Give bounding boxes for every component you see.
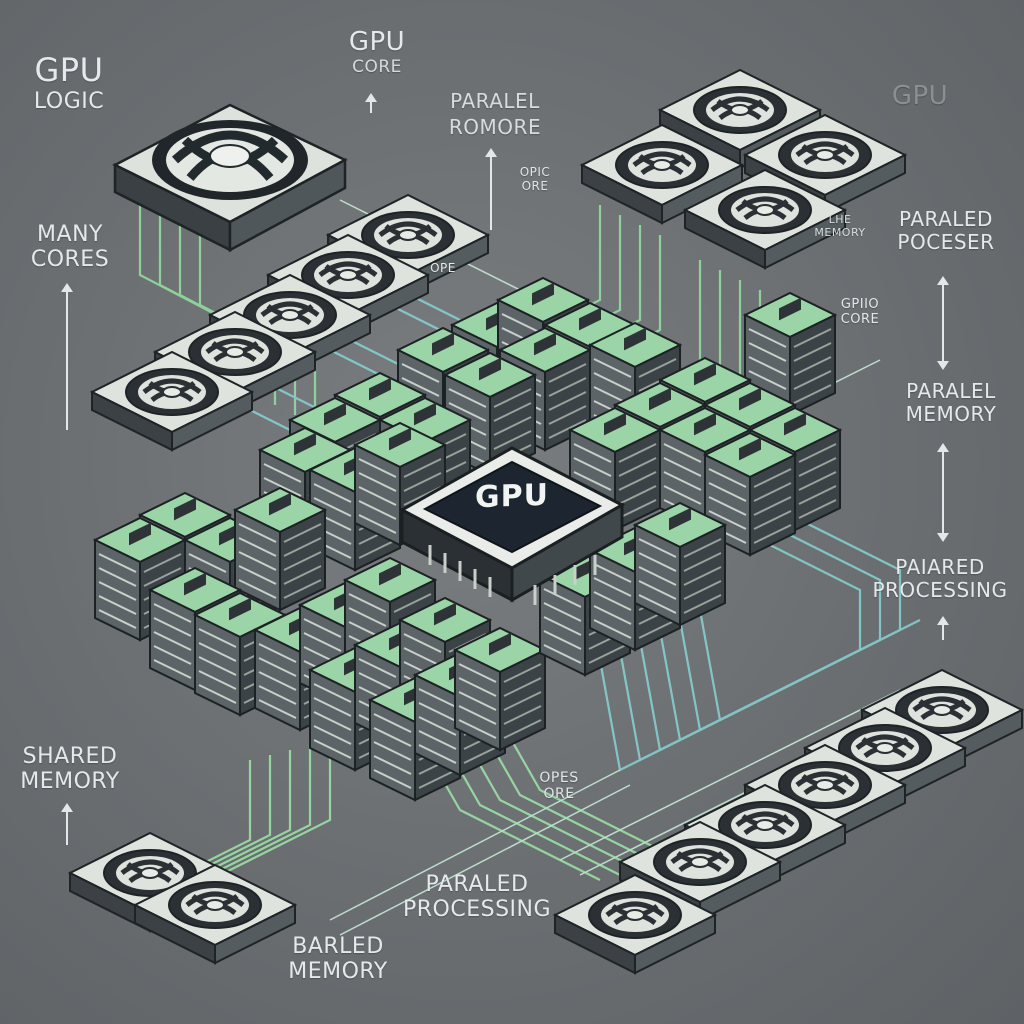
label-paraired-processing: PAIARED PROCESSING <box>872 555 1008 602</box>
label-memory-small: LHE MEMORY <box>814 213 866 239</box>
label-paraled-processing: PARALED PROCESSING <box>402 872 552 923</box>
arrow-up-icon <box>365 93 377 113</box>
central-gpu-chip <box>398 446 626 605</box>
double-arrow-icon <box>937 443 949 542</box>
label-gpu-logic: GPU LOGIC <box>33 51 105 114</box>
label-barled-memory: BARLED MEMORY <box>288 934 388 985</box>
label-opic-ore: OPIC ORE <box>519 165 551 193</box>
label-ope: OPE <box>430 261 456 275</box>
arrow-up-icon <box>937 616 949 640</box>
label-shared-memory: SHARED MEMORY <box>20 744 120 795</box>
label-many-cores: MANY CORES <box>30 222 110 273</box>
gpu-logic-fan-card <box>112 103 348 253</box>
label-paraled-poceser: PARALED POCESER <box>897 207 995 254</box>
gpu-chip-label: GPU <box>475 477 549 516</box>
arrow-up-icon <box>485 148 497 230</box>
label-opes-ore: OPES ORE <box>539 770 579 803</box>
double-arrow-icon <box>937 276 949 370</box>
label-gpio-core: GPIIO CORE <box>840 297 880 327</box>
label-paralel-memory: PARALEL MEMORY <box>905 379 997 426</box>
arrow-up-icon <box>61 283 73 430</box>
label-paralel-romore: PARALEL ROMORE <box>448 89 542 139</box>
label-gpu-core: GPU CORE <box>348 27 406 77</box>
arrow-up-icon <box>61 803 73 845</box>
label-gpu-faded: GPU <box>891 81 949 111</box>
